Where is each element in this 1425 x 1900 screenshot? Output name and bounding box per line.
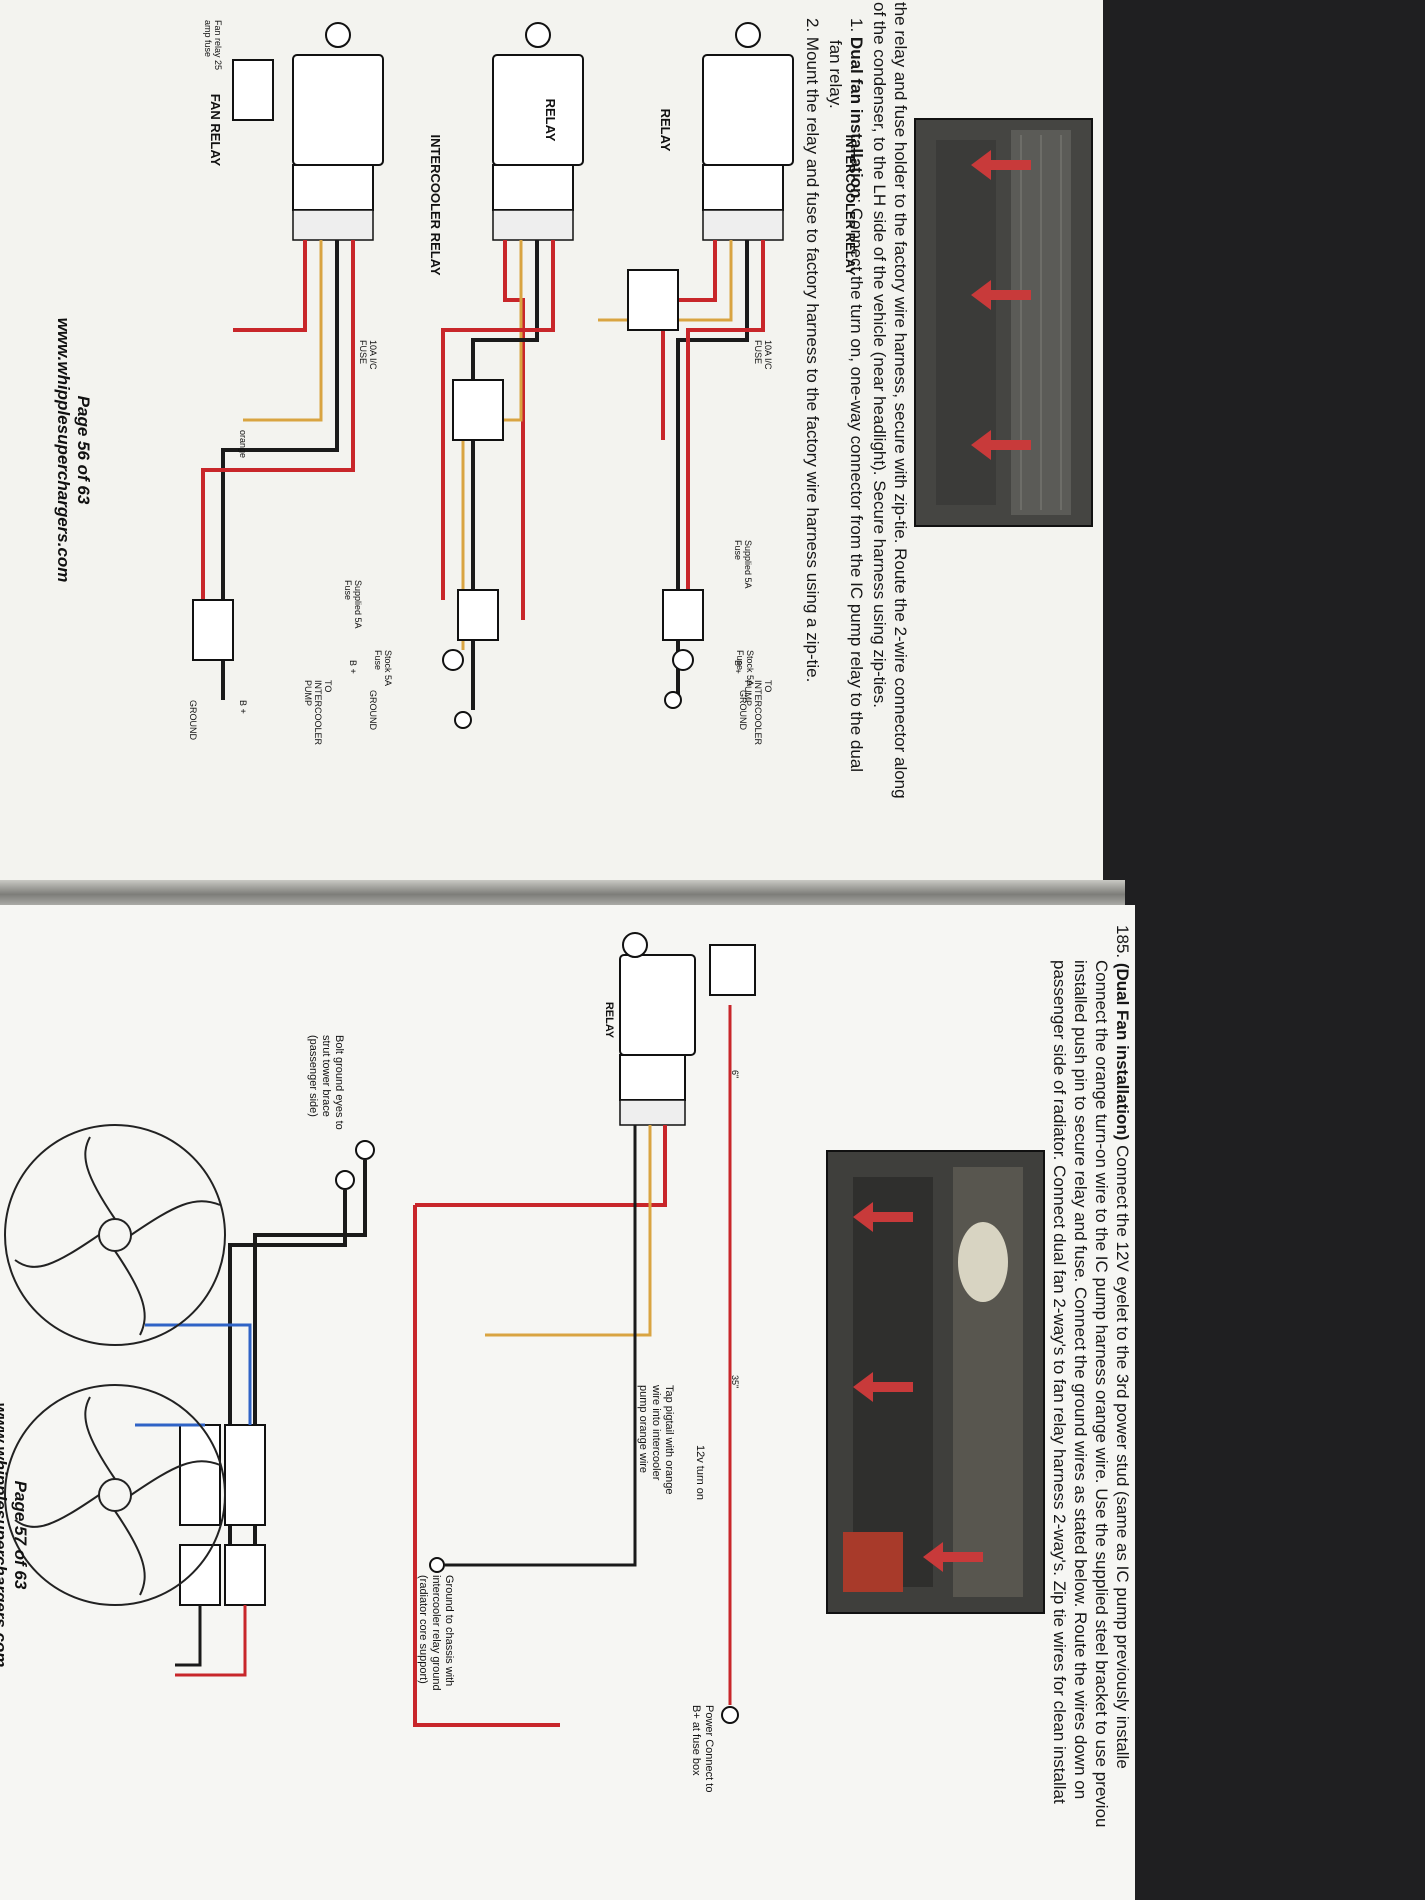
relay-label-1: RELAY [658,108,673,152]
b-plus-label-3: B + [238,700,248,714]
engine-bay-photo-right [826,1150,1045,1614]
fan-2-drawing [4,1384,226,1606]
step-185-bold: (Dual Fan installation) [1113,962,1132,1141]
turn-on-label: 12v turn on [694,1445,706,1501]
bolt-ground-label: Bolt ground eyes to strut tower brace (p… [307,1035,345,1130]
step-2: 2. Mount the relay and fuse to factory h… [802,18,823,682]
fan-relay-fuse-label: Fan relay 25 amp fuse [203,20,223,71]
intro-line-1: the relay and fuse holder to the factory… [891,2,910,799]
ground-label-2: GROUND [368,690,378,730]
relay-label-2: RELAY [543,98,558,142]
ground-label-3: GROUND [188,700,198,740]
power-label: Power Connect to B+ at fuse box [690,1705,715,1793]
page-56-url: www.whipplesuperchargers.com [54,317,73,583]
page-56: the relay and fuse holder to the factory… [0,0,1103,885]
page-57: 185. (Dual Fan installation) Connect the… [0,905,1135,1900]
supplied-5a-label-2: Supplied 5A Fuse [343,580,363,629]
supplied-5a-label-1: Supplied 5A Fuse [733,540,753,589]
relay-row-2 [441,22,584,729]
page-56-footer: Page 56 of 63 www.whipplesuperchargers.c… [53,200,93,700]
step-2-text: Mount the relay and fuse to factory harn… [803,36,822,683]
dimension-6-label: 6" [730,1070,740,1079]
step-185: 185. (Dual Fan installation) Connect the… [1112,925,1133,1769]
step-2-number: 2. [803,18,822,33]
photo-drawing [916,120,1091,525]
page-56-number: Page 56 of 63 [74,395,93,505]
intercooler-relay-label-2: INTERCOOLER RELAY [428,134,443,276]
intro-line-2: of the condenser, to the LH side of the … [870,2,889,708]
fuse-10a-label-2: 10A I/C FUSE [358,340,378,370]
to-ic-pump-label-2: TO INTERCOOLER PUMP [303,680,333,746]
dimension-35-label: 35" [730,1375,740,1389]
tap-pigtail-label: Tap pigtail with orange wire into interc… [637,1385,675,1495]
step-1-continuation: fan relay. [826,40,845,109]
page-57-url: www.whipplesuperchargers.com [0,1402,10,1668]
step-185-line-2: Connect the orange turn-on wire to the I… [1092,960,1111,1828]
to-ic-pump-label-1: TO INTERCOOLER PUMP [743,680,773,746]
page-57-number: Page 57 of 63 [11,1480,30,1590]
orange-label: orange [238,430,248,459]
photo-drawing-right [828,1152,1043,1612]
page-57-footer: Page 57 of 63 www.whipplesuperchargers.c… [0,1285,30,1785]
step-185-line-3: installed push pin to secure relay and f… [1071,960,1090,1800]
step-1-text: : Connect the turn on, one-way connector… [847,198,866,773]
stock-5a-label-2: Stock 5A Fuse [373,650,393,686]
fan-1-drawing [4,1124,226,1346]
fan-relay-label: FAN RELAY [208,93,223,167]
step-185-line-1: Connect the 12V eyelet to the 3rd power … [1113,1140,1132,1769]
fuse-10a-label-1: 10A I/C FUSE [753,340,773,370]
step-185-line-4: passenger side of radiator. Connect dual… [1050,960,1069,1804]
intercooler-relay-label-1: INTERCOOLER RELAY [843,134,858,276]
b-plus-label-1: B + [733,660,743,674]
engine-bay-photo-left [914,118,1093,527]
step-1-number: 1. [847,18,866,33]
relay-label-57: RELAY [603,1001,615,1039]
ground-chassis-label: Ground to chassis with intercooler relay… [417,1575,455,1691]
step-185-number: 185. [1113,925,1132,959]
b-plus-label-2: B + [348,660,358,674]
